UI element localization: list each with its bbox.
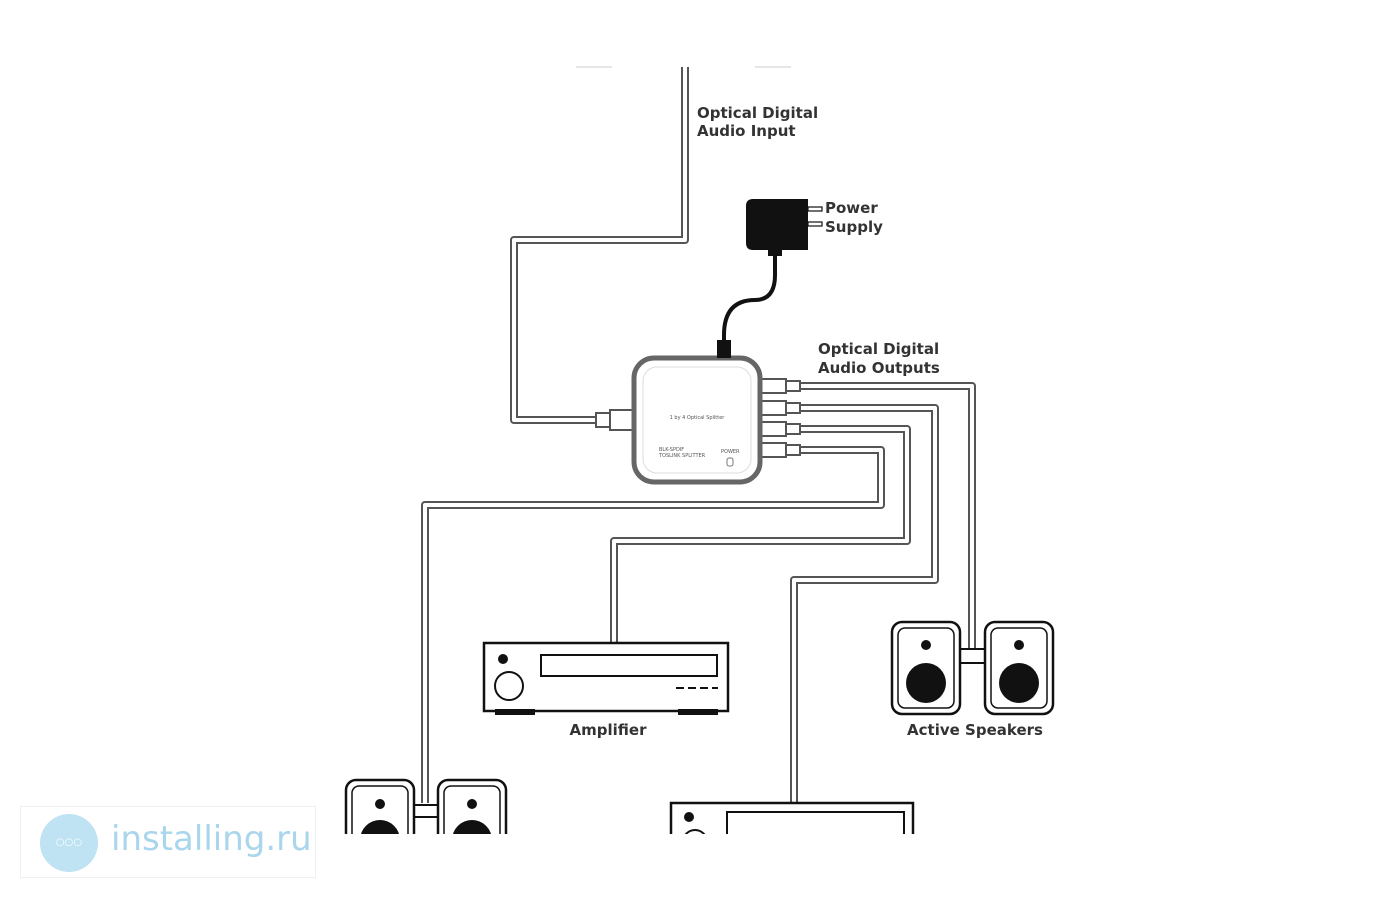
- amplifier-label: Amplifier: [570, 721, 648, 739]
- outputs-label: Optical Digital Audio Outputs: [818, 340, 940, 377]
- active-speakers-right: Active Speakers: [890, 620, 1055, 739]
- installing-logo-icon: ○○○: [40, 814, 98, 872]
- svg-text:Optical Digital: Optical Digital: [818, 340, 939, 358]
- input-cable: [510, 67, 689, 424]
- svg-text:Supply: Supply: [825, 218, 883, 236]
- output-cable-1: [800, 382, 976, 655]
- input-label: Optical Digital Audio Input: [697, 104, 818, 140]
- power-led: [726, 457, 734, 467]
- device-model-line2: TOSLINK SPLITTER: [658, 453, 706, 459]
- svg-text:Optical Digital: Optical Digital: [697, 104, 818, 122]
- splitter-device: 1 by 4 Optical Splitter BLK-SPDIF TOSLIN…: [631, 355, 763, 485]
- power-adapter: [717, 199, 823, 358]
- output-connectors: [755, 378, 801, 458]
- amplifier: Amplifier: [482, 641, 730, 739]
- svg-text:Power: Power: [825, 199, 878, 217]
- speaker-left: [890, 620, 962, 716]
- watermark-text: installing.ru: [111, 819, 312, 859]
- svg-text:Audio Outputs: Audio Outputs: [818, 359, 940, 377]
- device-title: 1 by 4 Optical Splitter: [670, 415, 726, 421]
- power-label: Power Supply: [825, 199, 883, 236]
- output-cable-4: [421, 446, 885, 803]
- svg-text:Audio Input: Audio Input: [697, 122, 796, 140]
- device-power-label: POWER: [721, 449, 740, 455]
- device-model-line1: BLK-SPDIF: [659, 447, 684, 453]
- speaker-right: [983, 620, 1055, 716]
- watermark[interactable]: ○○○ installing.ru: [20, 806, 316, 878]
- output-cable-3: [610, 425, 911, 643]
- active-speakers-label: Active Speakers: [907, 721, 1043, 739]
- crop-band-top: [0, 0, 1400, 66]
- output-cable-2: [790, 404, 939, 803]
